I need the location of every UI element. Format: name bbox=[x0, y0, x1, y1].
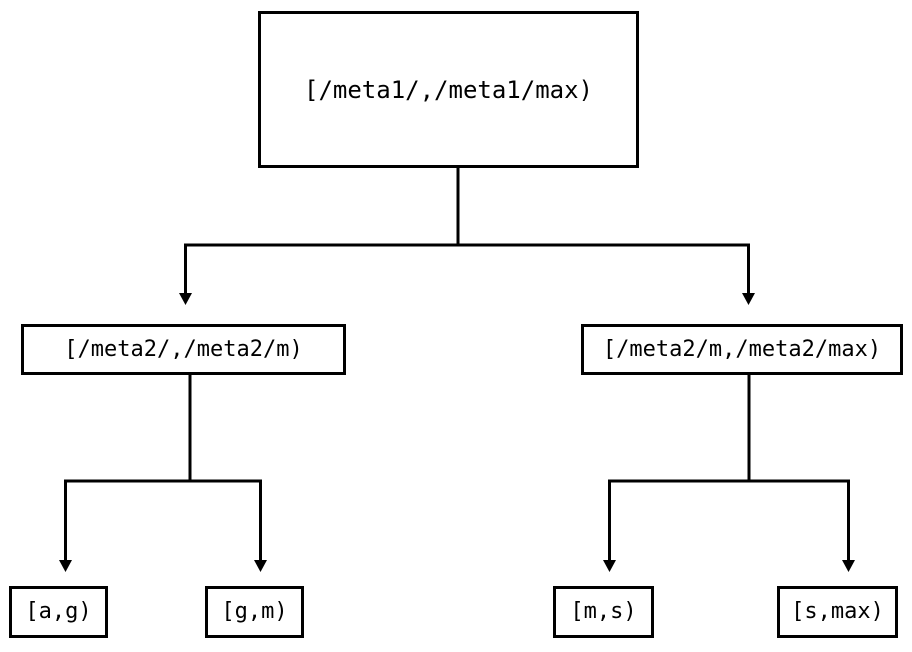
tree-node-leaf-gm[interactable]: [g,m) bbox=[205, 586, 304, 638]
arrowhead-mid-left-to-leaf-gm bbox=[254, 560, 267, 572]
tree-node-leaf-ms[interactable]: [m,s) bbox=[553, 586, 654, 638]
arrowhead-root-to-mid-right bbox=[742, 293, 755, 305]
tree-node-leaf-smax-label: [s,max) bbox=[791, 599, 884, 624]
tree-node-mid-right-label: [/meta2/m,/meta2/max) bbox=[602, 336, 882, 362]
tree-node-leaf-ag[interactable]: [a,g) bbox=[9, 586, 108, 638]
edge-mid-left-to-children bbox=[59, 375, 267, 572]
tree-node-mid-right[interactable]: [/meta2/m,/meta2/max) bbox=[581, 324, 903, 375]
edge-root-to-children bbox=[179, 168, 755, 305]
arrowhead-mid-right-to-leaf-smax bbox=[842, 560, 855, 572]
edge-mid-right-to-children bbox=[603, 375, 855, 572]
tree-node-root[interactable]: [/meta1/,/meta1/max) bbox=[258, 11, 639, 168]
arrowhead-mid-left-to-leaf-ag bbox=[59, 560, 72, 572]
tree-node-root-label: [/meta1/,/meta1/max) bbox=[304, 75, 593, 104]
tree-node-leaf-gm-label: [g,m) bbox=[221, 599, 288, 624]
tree-node-mid-left[interactable]: [/meta2/,/meta2/m) bbox=[21, 324, 346, 375]
arrowhead-mid-right-to-leaf-ms bbox=[603, 560, 616, 572]
tree-node-leaf-smax[interactable]: [s,max) bbox=[777, 586, 898, 638]
arrowhead-root-to-mid-left bbox=[179, 293, 192, 305]
tree-node-mid-left-label: [/meta2/,/meta2/m) bbox=[64, 336, 303, 362]
tree-node-leaf-ag-label: [a,g) bbox=[25, 599, 92, 624]
tree-node-leaf-ms-label: [m,s) bbox=[570, 599, 637, 624]
